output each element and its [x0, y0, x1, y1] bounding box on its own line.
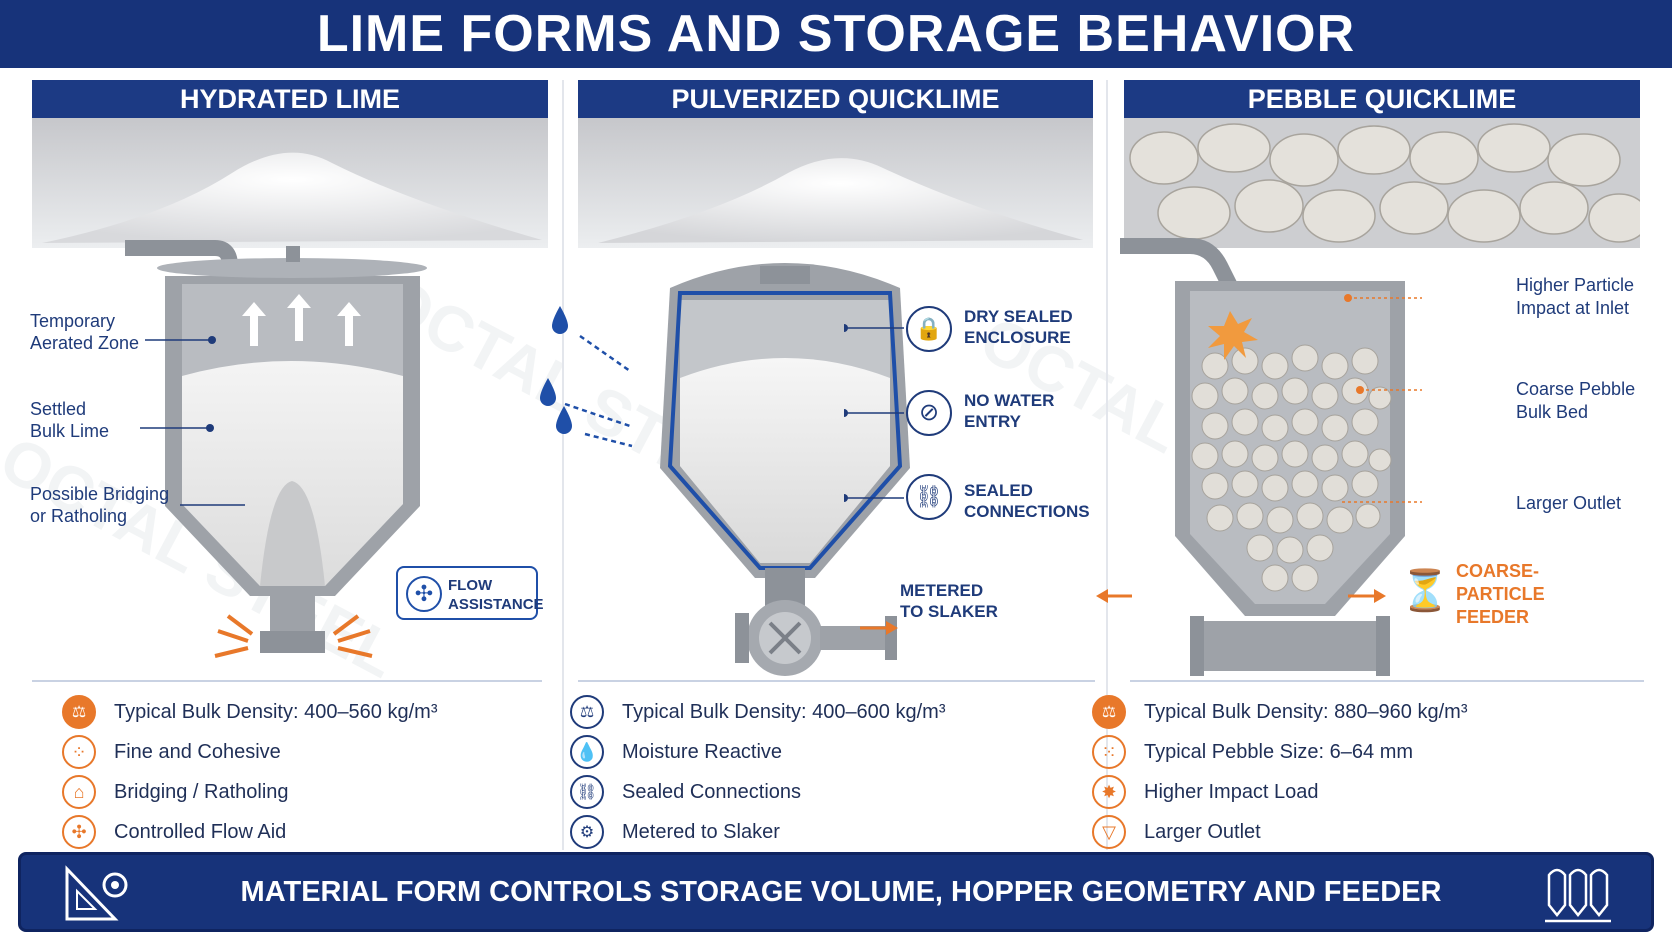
feature-item: ⁘ Fine and Cohesive — [62, 734, 281, 770]
pebble-quicklime-silo-diagram — [1120, 238, 1405, 676]
callout-larger-outlet: Larger Outlet — [1516, 493, 1622, 513]
footer-message: MATERIAL FORM CONTROLS STORAGE VOLUME, H… — [240, 876, 1442, 908]
bridging-icon: ⌂ — [62, 775, 96, 809]
no-water-icon: ⊘ — [906, 390, 952, 436]
silo-icon — [1545, 868, 1611, 923]
title-bar: LIME FORMS AND STORAGE BEHAVIOR — [0, 0, 1672, 68]
link-icon: ⛓ — [906, 474, 952, 520]
page-title: LIME FORMS AND STORAGE BEHAVIOR — [316, 5, 1356, 63]
fine-particles-icon: ⁘ — [62, 735, 96, 769]
column-heading: PULVERIZED QUICKLIME — [578, 80, 1093, 118]
arrow-left-icon — [1096, 589, 1132, 603]
weight-icon: ⚖ — [570, 695, 604, 729]
water-drop-icon: 💧 — [570, 735, 604, 769]
hydrated-lime-silo-diagram — [125, 240, 427, 658]
water-drop-icons — [540, 306, 633, 448]
feeder-icon: ⚙ — [570, 815, 604, 849]
feature-item: ⁙ Typical Pebble Size: 6–64 mm — [1092, 734, 1413, 770]
feeder-icon: ⏳ — [1400, 569, 1450, 613]
arrow-right-icon — [860, 621, 898, 635]
fan-icon: ✣ — [62, 815, 96, 849]
lock-icon: 🔒 — [906, 306, 952, 352]
weight-icon: ⚖ — [1092, 695, 1126, 729]
column-heading: PEBBLE QUICKLIME — [1124, 80, 1640, 118]
column-divider — [1106, 80, 1108, 850]
powder-photo — [32, 118, 548, 248]
weight-icon: ⚖ — [62, 695, 96, 729]
feature-item: ⚖ Typical Bulk Density: 400–600 kg/m³ — [570, 694, 946, 730]
feature-item: ⚖ Typical Bulk Density: 880–960 kg/m³ — [1092, 694, 1468, 730]
feature-item: 💧 Moisture Reactive — [570, 734, 782, 770]
pulverized-quicklime-panel: PULVERIZED QUICKLIME — [540, 68, 1115, 850]
callout-leader-lines — [844, 324, 904, 502]
fan-icon: ✣ — [406, 576, 442, 612]
callout-leader-lines — [1340, 294, 1422, 503]
pebble-quicklime-panel: PEBBLE QUICKLIME — [1092, 68, 1665, 849]
callout-leader-lines — [140, 336, 245, 506]
design-tools-icon — [65, 865, 128, 921]
feature-item: ⚙ Metered to Slaker — [570, 814, 780, 850]
column-heading: HYDRATED LIME — [32, 80, 548, 118]
powder-photo — [578, 118, 1093, 248]
feature-item: ✣ Controlled Flow Aid — [62, 814, 286, 850]
feature-divider — [578, 680, 1095, 682]
feature-divider — [1130, 680, 1644, 682]
feature-item: ⚖ Typical Bulk Density: 400–560 kg/m³ — [62, 694, 438, 730]
link-icon: ⛓ — [570, 775, 604, 809]
feature-item: ⌂ Bridging / Ratholing — [62, 774, 289, 810]
footer-banner: MATERIAL FORM CONTROLS STORAGE VOLUME, H… — [18, 852, 1654, 932]
impact-icon: ✸ — [1092, 775, 1126, 809]
pulverized-quicklime-silo-diagram — [660, 263, 910, 676]
feature-item: ⛓ Sealed Connections — [570, 774, 801, 810]
arrow-right-icon — [1348, 589, 1386, 603]
pebble-photo — [1124, 118, 1640, 248]
pebble-icon: ⁙ — [1092, 735, 1126, 769]
hydrated-lime-panel: HYDRATED LIME — [0, 68, 555, 850]
column-divider — [562, 80, 564, 850]
feature-item: ✸ Higher Impact Load — [1092, 774, 1319, 810]
feature-item: ▽ Larger Outlet — [1092, 814, 1261, 850]
feature-divider — [32, 680, 542, 682]
outlet-icon: ▽ — [1092, 815, 1126, 849]
